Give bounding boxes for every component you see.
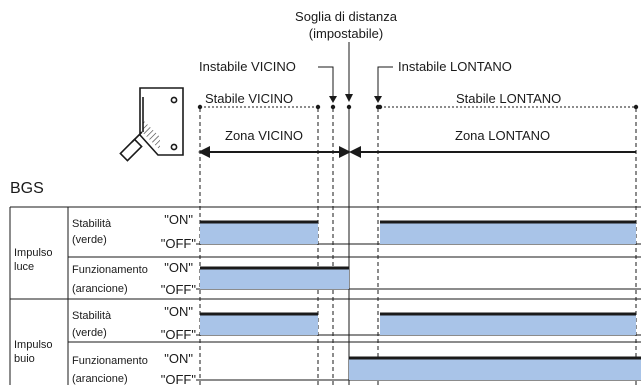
row-light-stability-pulse-near [200,222,318,244]
zone-far-label: Zona LONTANO [455,128,550,143]
stable-near-range [197,104,321,110]
zone-far-arrow [349,146,636,158]
row-light-stability-label-line1: Stabilità [72,218,112,230]
row-dark-operation-label-line2: (arancione) [72,373,128,385]
stable-far-range [377,104,639,110]
row-dark-operation-pulse [349,358,641,380]
row-dark-stability-on-label: "ON" [164,304,193,319]
row-dark-stability-off-label: "OFF" [161,327,197,342]
threshold-label-line2: (impostabile) [309,26,383,41]
instability-pointers [318,66,393,98]
row-light-operation-label-line1: Funzionamento [72,264,148,276]
zone-near-label: Zona VICINO [225,128,303,143]
row-dark-operation-off-label: "OFF" [161,372,197,385]
threshold-pointer-arrow [345,42,353,102]
row-light-stability-on-label: "ON" [164,212,193,227]
group-light-label-line2: luce [14,261,34,273]
row-dark-stability-label-line2: (verde) [72,327,107,339]
row-light-operation-on-label: "ON" [164,260,193,275]
row-light-stability-label-line2: (verde) [72,234,107,246]
threshold-dots [330,104,381,110]
row-dark-stability-pulse-near [200,314,318,335]
row-light-operation-off-label: "OFF" [161,282,197,297]
instability-near-label: Instabile VICINO [199,59,296,74]
instability-far-arrow [374,96,382,103]
row-dark-operation-on-label: "ON" [164,351,193,366]
group-dark-label-line1: Impulso [14,339,53,351]
row-light-operation-label-line2: (arancione) [72,283,128,295]
row-light-stability-pulse-far [380,222,636,244]
guide-lines [199,108,637,385]
stable-far-label: Stabile LONTANO [456,91,561,106]
instability-far-label: Instabile LONTANO [398,59,512,74]
stable-near-label: Stabile VICINO [205,91,293,106]
group-light-label-line1: Impulso [14,247,53,259]
row-dark-stability-label-line1: Stabilità [72,310,112,322]
row-dark-operation-label-line1: Funzionamento [72,355,148,367]
zone-near-arrow [198,146,351,158]
signal-table-grid [9,206,641,385]
threshold-label-line1: Soglia di distanza [295,9,398,24]
row-dark-stability-pulse-far [380,314,636,335]
row-light-stability-off-label: "OFF" [161,236,197,251]
photoelectric-sensor-icon [119,87,184,162]
section-title: BGS [10,180,44,197]
group-dark-label-line2: buio [14,353,35,365]
row-light-operation-pulse [200,268,349,289]
instability-near-arrow [329,96,337,103]
